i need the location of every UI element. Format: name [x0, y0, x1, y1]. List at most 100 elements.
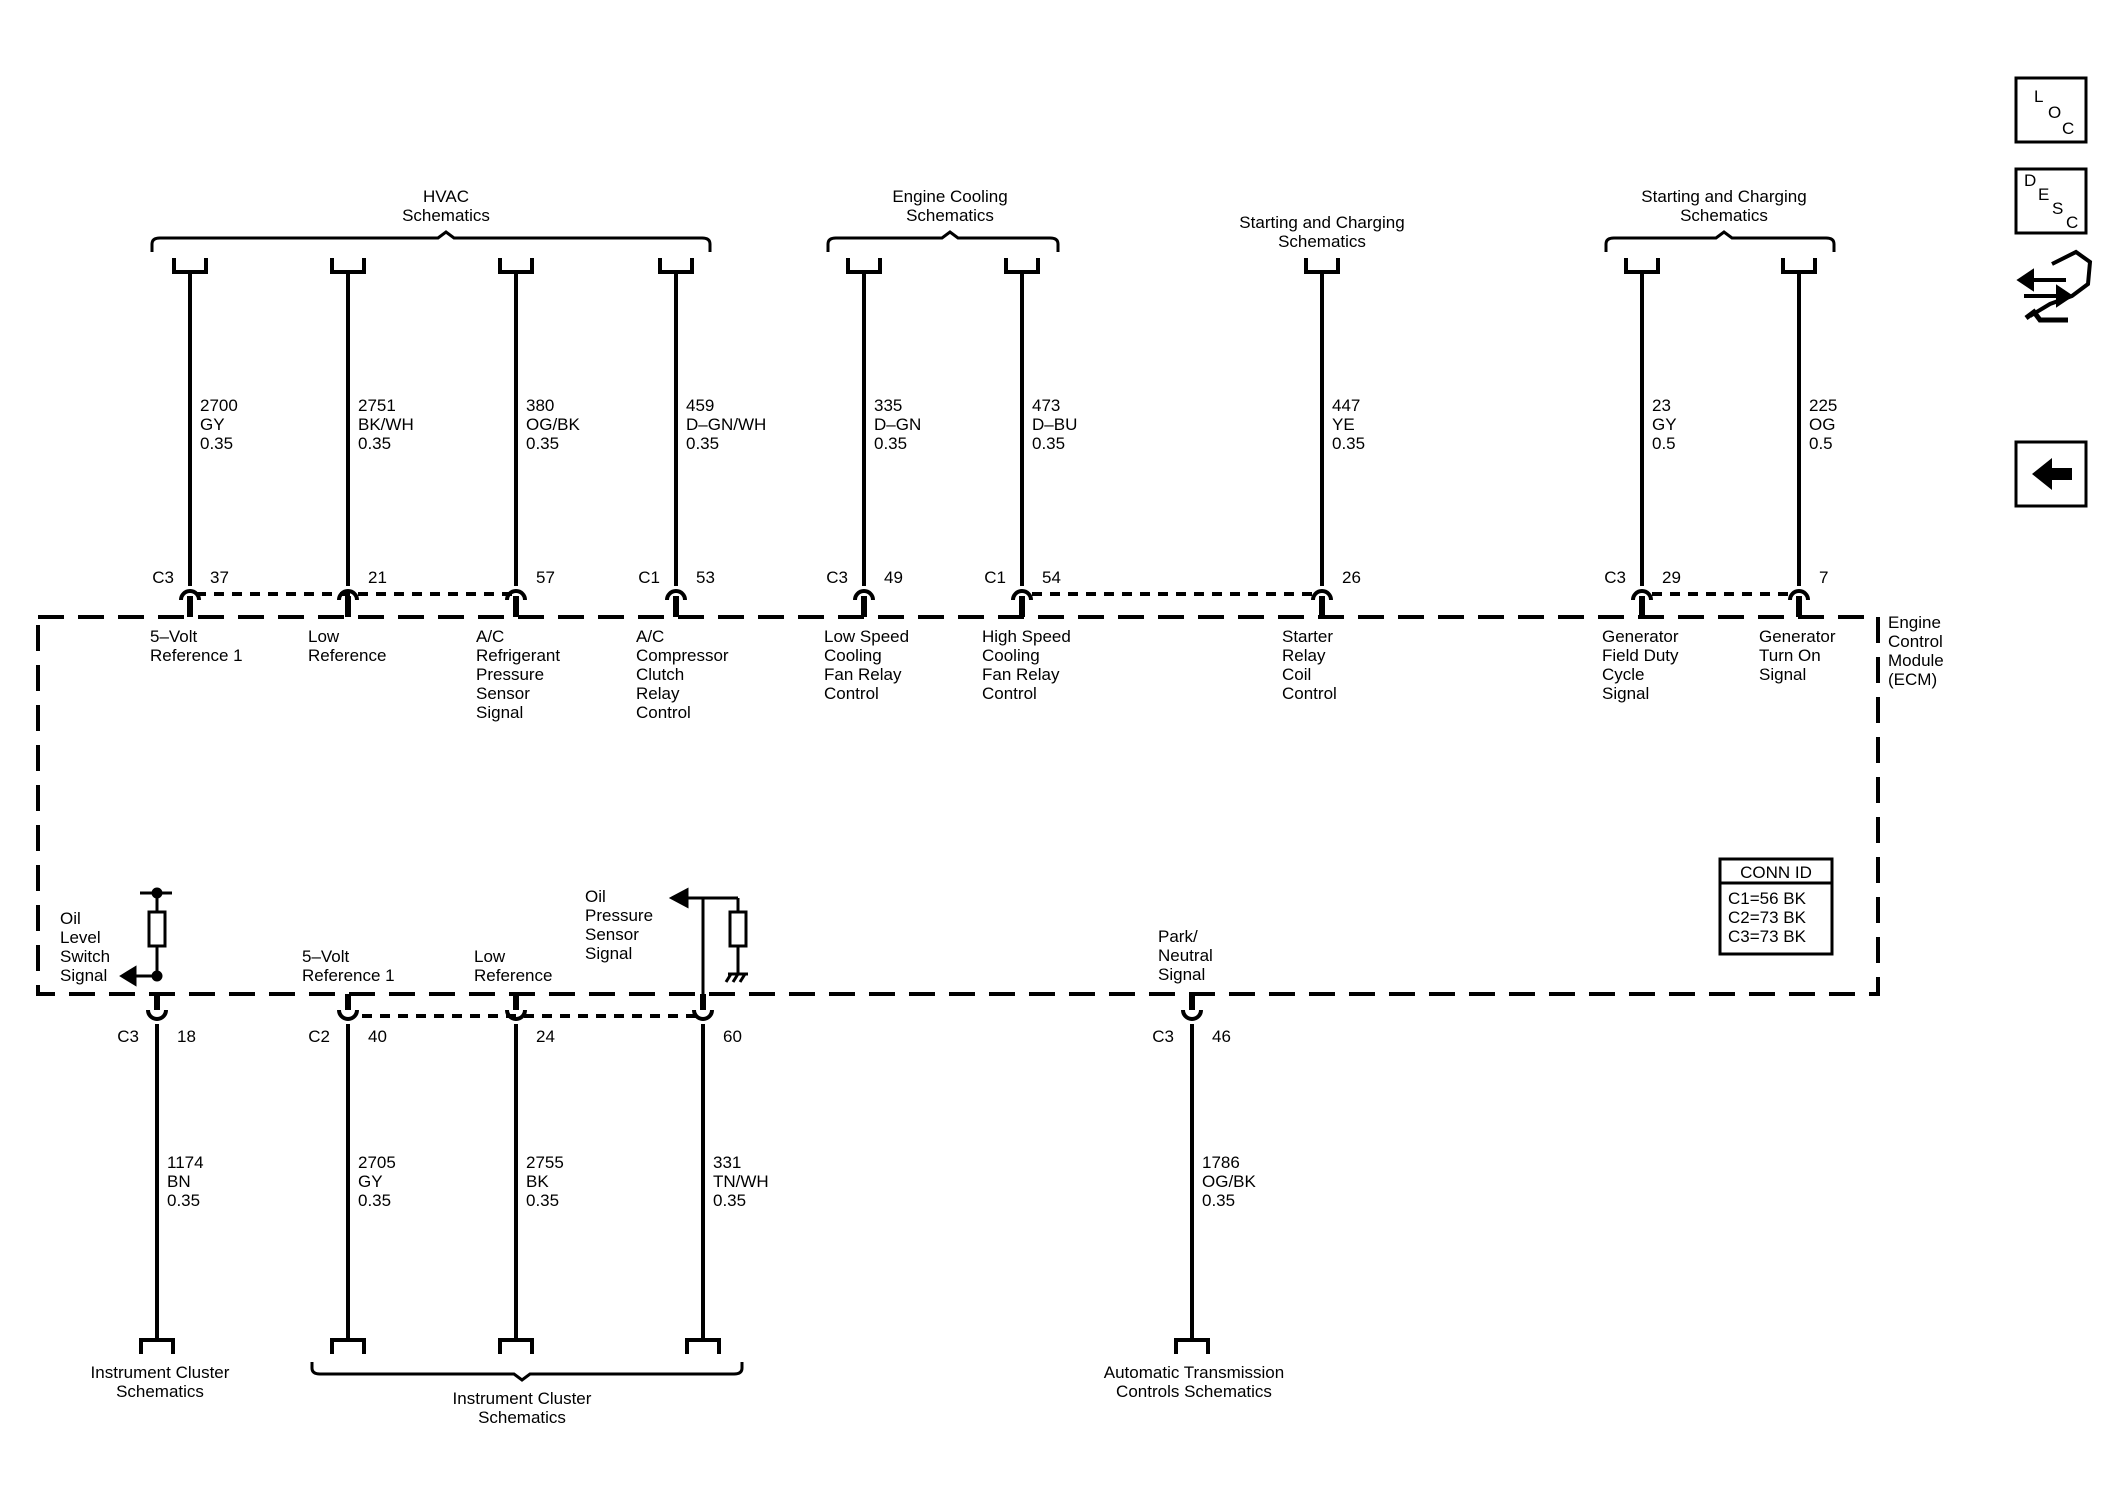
pin-number: 40 — [368, 1027, 387, 1046]
pin-number: 24 — [536, 1027, 555, 1046]
ecm-module-boundary — [36, 615, 1880, 996]
loc-letter: O — [2048, 103, 2061, 122]
conn-id-row: C2=73 BK — [1728, 908, 1807, 927]
desc-letter: D — [2024, 171, 2036, 190]
loc-nav-button[interactable]: L O C — [2014, 76, 2088, 144]
wire-label: GY — [358, 1172, 383, 1191]
connector-pin-arc — [505, 1009, 527, 1021]
connector-pin-arc — [665, 589, 687, 601]
signal-label: Sensor — [476, 684, 530, 703]
schematic-terminal — [685, 1338, 721, 1354]
desc-letter: C — [2066, 213, 2078, 232]
connector-end-view-icon[interactable] — [2016, 249, 2093, 323]
circuit-top-2: 380OG/BK0.3557A/CRefrigerantPressureSens… — [476, 258, 581, 722]
group-label: Schematics — [906, 206, 994, 225]
schematic-terminal — [1004, 258, 1040, 274]
group-label: Schematics — [116, 1382, 204, 1401]
signal-label: Reference — [308, 646, 386, 665]
oil-pressure-sensor-symbol — [668, 887, 748, 1008]
signal-label: Relay — [1282, 646, 1326, 665]
schematic-terminal — [330, 1338, 366, 1354]
signal-label: Reference — [474, 966, 552, 985]
ecm-name-line: Engine — [1888, 613, 1941, 632]
pin-number: 7 — [1819, 568, 1828, 587]
wire-label: OG/BK — [1202, 1172, 1257, 1191]
signal-label: Starter — [1282, 627, 1333, 646]
signal-label: Clutch — [636, 665, 684, 684]
oil-level-switch-symbol — [119, 887, 172, 987]
conn-id-row: C1=56 BK — [1728, 889, 1807, 908]
wire-label: 225 — [1809, 396, 1837, 415]
signal-label: Field Duty — [1602, 646, 1679, 665]
wire-label: 0.35 — [874, 434, 907, 453]
connector-pin-arc — [853, 589, 875, 601]
connector-id: C1 — [638, 568, 660, 587]
group-brace — [150, 230, 712, 252]
schematic-terminal — [498, 258, 534, 274]
wire-label: BN — [167, 1172, 191, 1191]
group-brace — [826, 230, 1060, 252]
signal-label: Reference 1 — [150, 646, 243, 665]
signal-label: Control — [982, 684, 1037, 703]
pin-number: 29 — [1662, 568, 1681, 587]
signal-label: Switch — [60, 947, 110, 966]
wire-label: BK/WH — [358, 415, 414, 434]
wire-label: 0.35 — [1202, 1191, 1235, 1210]
wire-label: 331 — [713, 1153, 741, 1172]
pin-number: 53 — [696, 568, 715, 587]
wire-label: 0.35 — [358, 1191, 391, 1210]
connector-pin-arc — [337, 589, 359, 601]
pin-number: 60 — [723, 1027, 742, 1046]
pin-number: 37 — [210, 568, 229, 587]
connector-id: C3 — [117, 1027, 139, 1046]
schematic-terminal — [658, 258, 694, 274]
group-label: Starting and Charging — [1239, 213, 1404, 232]
back-nav-button[interactable] — [2014, 440, 2088, 508]
pin-number: 46 — [1212, 1027, 1231, 1046]
loc-letter: L — [2034, 87, 2043, 106]
pin-number: 18 — [177, 1027, 196, 1046]
signal-label: Signal — [60, 966, 107, 985]
signal-label: High Speed — [982, 627, 1071, 646]
wire-label: D–GN — [874, 415, 921, 434]
wire-label: 1786 — [1202, 1153, 1240, 1172]
wire-label: 0.35 — [526, 434, 559, 453]
desc-letter: S — [2052, 199, 2063, 218]
group-label: Instrument Cluster — [453, 1389, 592, 1408]
ecm-module-name: Engine Control Module (ECM) — [1888, 613, 1944, 689]
connector-pin-arc — [505, 589, 527, 601]
schematic-terminal — [1781, 258, 1817, 274]
group-label: Instrument Cluster — [91, 1363, 230, 1382]
ecm-name-line: (ECM) — [1888, 670, 1937, 689]
desc-letter: E — [2038, 185, 2049, 204]
wire-label: 0.35 — [200, 434, 233, 453]
wire-label: 2700 — [200, 396, 238, 415]
wire-label: 447 — [1332, 396, 1360, 415]
connector-pin-arc — [1181, 1009, 1203, 1021]
signal-label: Fan Relay — [824, 665, 902, 684]
group-brace — [1604, 230, 1836, 252]
wire-label: GY — [1652, 415, 1677, 434]
group-label: HVAC — [423, 187, 469, 206]
schematic-terminal — [1174, 1338, 1210, 1354]
back-arrow-icon — [2032, 458, 2072, 490]
schematic-terminal — [172, 258, 208, 274]
wire-label: 0.35 — [358, 434, 391, 453]
signal-label: Signal — [1158, 965, 1205, 984]
group-label: Schematics — [402, 206, 490, 225]
connector-id: C3 — [1604, 568, 1626, 587]
wire-label: YE — [1332, 415, 1355, 434]
group-label: Schematics — [1278, 232, 1366, 251]
signal-label: Low — [474, 947, 506, 966]
desc-nav-button[interactable]: D E S C — [2014, 167, 2088, 235]
